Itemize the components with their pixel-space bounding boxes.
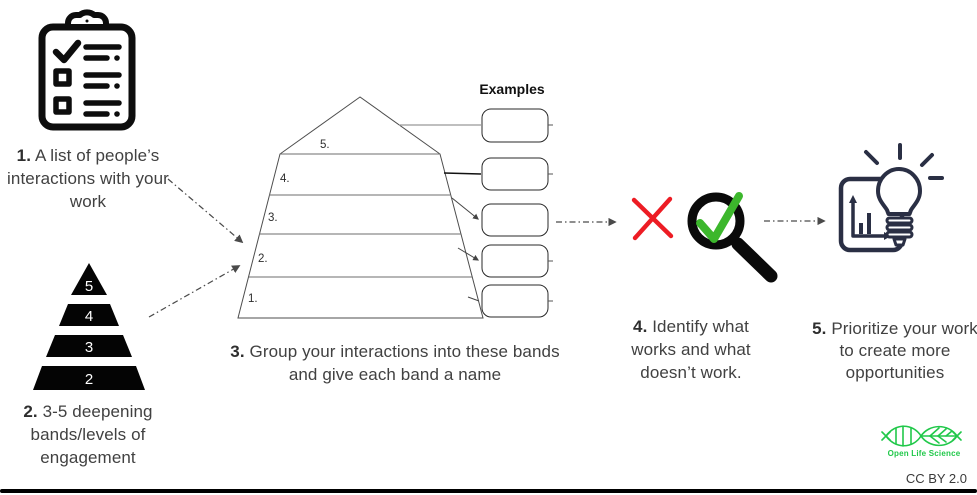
arrow-step2-to-pyramid	[148, 265, 241, 318]
step-1-caption: 1. A list of people’s interactions with …	[3, 144, 173, 213]
band-label: 1.	[248, 293, 258, 305]
example-box	[481, 244, 549, 278]
clipboard-checklist-icon	[38, 9, 136, 131]
step-4-caption: 4. Identify what works and what doesn’t …	[616, 315, 766, 384]
band-label: 4.	[280, 173, 290, 185]
band-label: 3.	[268, 212, 278, 224]
example-box	[481, 157, 549, 191]
step-2-caption: 2. 3-5 deepening bands/levels of engagem…	[3, 400, 173, 469]
step-4-text: Identify what works and what doesn’t wor…	[631, 317, 751, 382]
step-5-number: 5.	[812, 319, 827, 338]
arrow-step1-to-pyramid	[167, 178, 244, 244]
magnifier-check-icon	[687, 192, 778, 283]
example-boxes	[481, 108, 549, 318]
flow-arrows	[148, 178, 826, 318]
license-text: CC BY 2.0	[905, 471, 967, 486]
band-label: 5.	[320, 139, 330, 151]
step-4-number: 4.	[633, 317, 648, 336]
step-2-text: 3-5 deepening bands/levels of engagement	[30, 402, 153, 467]
banded-pyramid-labels: 5. 4. 3. 2. 1.	[248, 139, 330, 305]
green-check-icon	[696, 192, 743, 243]
red-x-icon	[631, 196, 674, 241]
step-1-number: 1.	[16, 146, 32, 165]
dna-leaf-logo-icon	[881, 425, 962, 447]
logo-text: Open Life Science	[887, 449, 961, 458]
pyramid-level-label: 3	[85, 339, 93, 356]
example-box	[481, 284, 549, 318]
step-5-caption: 5. Prioritize your work to create more o…	[810, 318, 977, 384]
step-2-number: 2.	[23, 402, 38, 421]
bottom-border-line	[0, 489, 977, 493]
banded-pyramid-outline	[237, 96, 484, 319]
examples-heading: Examples	[479, 81, 545, 97]
band-label: 2.	[258, 253, 268, 265]
example-box	[481, 108, 549, 143]
step-5-text: Prioritize your work to create more oppo…	[831, 319, 977, 382]
step-3-text: Group your interactions into these bands…	[249, 342, 560, 384]
lightbulb-chart-icon	[838, 143, 944, 253]
band-connectors	[399, 124, 553, 302]
example-box	[481, 203, 549, 237]
step-3-number: 3.	[230, 342, 245, 361]
step-3-caption: 3. Group your interactions into these ba…	[229, 340, 561, 386]
pyramid-level-label: 5	[85, 278, 93, 295]
pyramid-level-label: 2	[85, 371, 93, 388]
pyramid-level-label: 4	[85, 308, 93, 325]
black-pyramid-icon: 5 4 3 2	[33, 263, 145, 390]
step-1-text: A list of people’s interactions with you…	[7, 146, 169, 211]
